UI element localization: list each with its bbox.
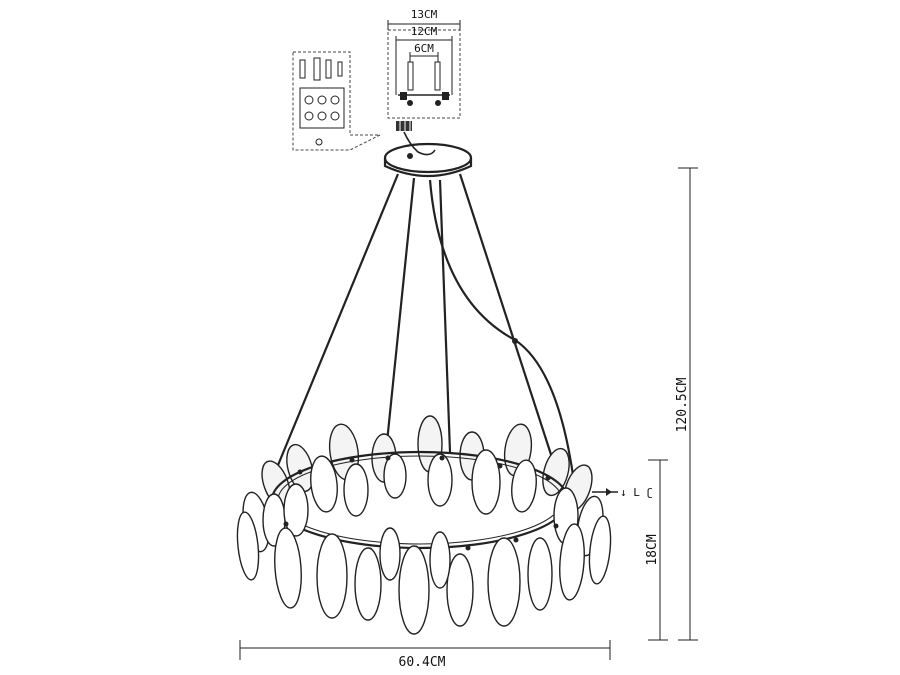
diameter-dimension: 60.4CM [239,640,611,670]
hardware-parts-detail [292,51,381,151]
screw-symbol: ↓ L ʗ [620,486,653,499]
suspension-cables [274,173,577,491]
canopy-mount-detail: 13CM 12CM 6CM [387,8,461,119]
body-height-dimension: 18CM [645,459,668,641]
body-height-label: 18CM [645,534,660,565]
chandelier-body [236,415,612,635]
canopy-inner-dim: 6CM [414,42,434,55]
diameter-label: 60.4CM [399,655,446,670]
terminal-block [396,121,412,131]
canopy-outer-dim: 13CM [411,8,438,21]
ceiling-canopy [383,131,473,178]
screw-annotation: ↓ L ʗ [592,486,653,499]
total-height-dimension: 120.5CM [675,167,698,641]
total-height-label: 120.5CM [675,377,690,432]
front-leaves [236,511,612,635]
canopy-mid-dim: 12CM [411,25,438,38]
